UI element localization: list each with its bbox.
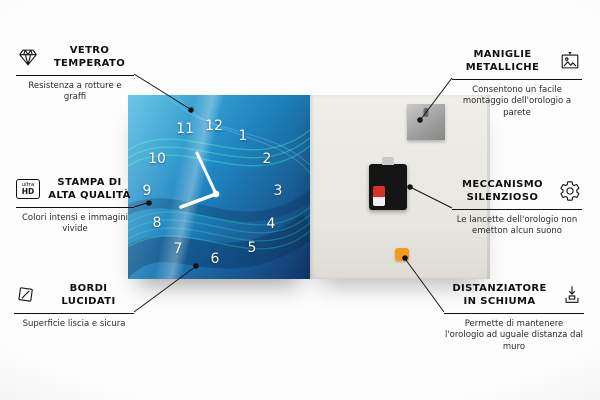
callout-title: MANIGLIE METALLICHE [465, 49, 540, 73]
clock-number-3: 3 [273, 183, 283, 199]
callout-desc: Superficie liscia e sicura [22, 319, 126, 329]
clock-number-5: 5 [247, 240, 257, 256]
foam-spacer [395, 248, 409, 261]
clock-back-panel [310, 95, 490, 279]
clock-mechanism [369, 157, 407, 210]
callout-maniglie-metalliche: MANIGLIE METALLICHE Consentono un facile… [452, 48, 582, 119]
callout-vetro-temperato: VETRO TEMPERATO Resistenza a rotture e g… [16, 44, 134, 104]
callout-desc: Colori intensi e immagini vivide [21, 213, 128, 235]
polished-edge-icon [14, 283, 38, 307]
clock-number-2: 2 [262, 151, 272, 167]
callout-meccanismo-silenzioso: MECCANISMO SILENZIOSO Le lancette dell'o… [452, 178, 582, 238]
callout-desc: Le lancette dell'orologio non emetton al… [456, 215, 578, 237]
clock-number-4: 4 [266, 216, 276, 232]
callout-distanziatore-schiuma: DISTANZIATORE IN SCHIUMA Permette di man… [444, 282, 584, 353]
clock-face-pattern [128, 95, 310, 279]
callout-desc: Resistenza a rotture e graffi [28, 81, 122, 103]
clock-number-10: 10 [148, 151, 166, 167]
callout-title: MECCANISMO SILENZIOSO [462, 179, 543, 203]
gear-icon [558, 179, 582, 203]
clock-number-7: 7 [173, 241, 183, 257]
callout-desc: Consentono un facile montaggio dell'orol… [462, 85, 572, 118]
clock-number-12: 12 [205, 118, 223, 134]
clock-number-6: 6 [210, 251, 220, 267]
callout-title: STAMPA DI ALTA QUALITÀ [48, 177, 131, 201]
callout-desc: Permette di mantenere l'orologio ad ugua… [444, 319, 584, 352]
clock-number-9: 9 [142, 183, 152, 199]
uhd-text-top: ultra [21, 181, 35, 188]
clock-hands [179, 151, 220, 209]
battery [373, 186, 385, 206]
uhd-text-bottom: HD [21, 187, 35, 196]
diamond-icon [16, 45, 40, 69]
ultra-hd-icon: ultra HD [16, 177, 40, 201]
foam-spacer-icon [560, 283, 584, 307]
clock-number-11: 11 [176, 121, 194, 137]
callout-stampa-alta-qualita: ultra HD STAMPA DI ALTA QUALITÀ Colori i… [16, 176, 134, 236]
hanger-slot [423, 108, 429, 117]
clock-number-8: 8 [152, 215, 162, 231]
callout-title: VETRO TEMPERATO [53, 45, 126, 69]
picture-mount-icon [558, 49, 582, 73]
mechanism-hook [382, 157, 394, 165]
callout-title: DISTANZIATORE IN SCHIUMA [452, 283, 547, 307]
clock-number-1: 1 [238, 128, 248, 144]
callout-title: BORDI LUCIDATI [61, 283, 116, 307]
metal-hanger-plate [407, 104, 445, 140]
callout-bordi-lucidati: BORDI LUCIDATI Superficie liscia e sicur… [14, 282, 134, 330]
